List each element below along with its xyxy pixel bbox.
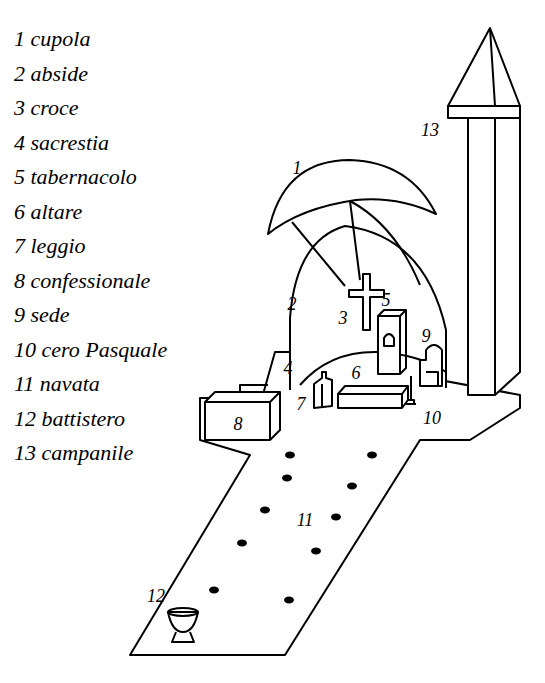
callout-number: 4 [284, 359, 293, 377]
chair [420, 345, 442, 386]
pew-dot [237, 540, 247, 547]
pew-dot [347, 483, 357, 490]
callout-number: 12 [147, 587, 165, 605]
bell-tower-spire [448, 28, 520, 106]
legend-entry: 11 navata [14, 373, 100, 395]
legend-entry: 5 tabernacolo [14, 166, 137, 188]
confessional [205, 385, 280, 440]
floor-plan [130, 352, 520, 655]
callout-number: 8 [234, 415, 243, 433]
legend-entry: 1 cupola [14, 28, 90, 50]
legend-entry: 3 croce [14, 97, 79, 119]
baptismal-font-rim [168, 608, 198, 616]
callout-number: 2 [288, 295, 297, 313]
pew-dot [311, 548, 321, 555]
callout-number: 9 [422, 327, 431, 345]
ambo [314, 372, 332, 408]
pew-dot [284, 597, 294, 604]
legend-entry: 8 confessionale [14, 270, 150, 292]
dome-support [292, 222, 345, 286]
legend-entry: 9 sede [14, 304, 70, 326]
bell-tower-cap [448, 106, 520, 118]
callout-number: 5 [382, 291, 391, 309]
apse [290, 226, 446, 390]
dome-support [350, 201, 360, 280]
dome-rib [350, 201, 420, 285]
legend-entry: 2 abside [14, 63, 88, 85]
legend-entry: 12 battistero [14, 408, 125, 430]
callout-number: 7 [297, 395, 306, 413]
tabernacle-side [378, 310, 406, 374]
pew-dot [209, 587, 219, 594]
callout-number: 3 [339, 309, 348, 327]
tabernacle-door [384, 334, 394, 346]
legend-entry: 4 sacrestia [14, 132, 109, 154]
callout-number: 11 [297, 511, 314, 529]
altar [338, 386, 408, 408]
pew-dot [367, 452, 377, 459]
callout-number: 10 [423, 409, 441, 427]
tabernacle [378, 316, 400, 374]
pew-dot [285, 452, 295, 459]
legend-entry: 10 cero Pasquale [14, 339, 167, 361]
callout-number: 13 [421, 121, 439, 139]
bell-tower [468, 118, 520, 395]
pew-dot [282, 475, 292, 482]
callout-number: 1 [293, 159, 302, 177]
legend-entry: 7 leggio [14, 235, 86, 257]
paschal-candle [406, 376, 416, 404]
pew-dot [331, 514, 341, 521]
legend-entry: 6 altare [14, 201, 82, 223]
legend-entry: 13 campanile [14, 442, 133, 464]
pew-dot [260, 507, 270, 514]
callout-number: 6 [352, 364, 361, 382]
